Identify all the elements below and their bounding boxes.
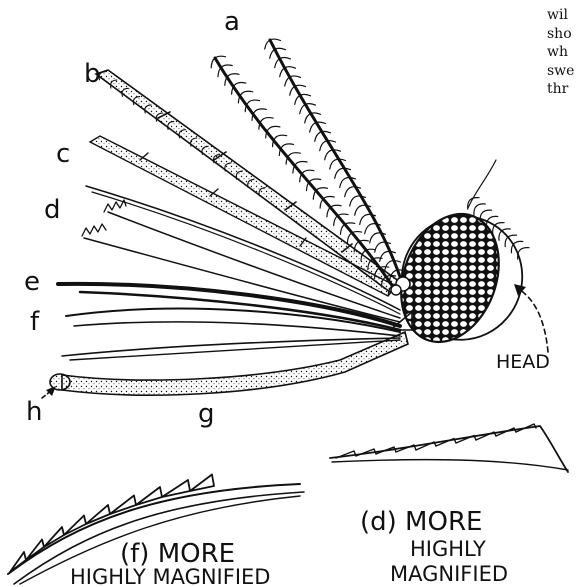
text-fragment: thr <box>547 81 569 97</box>
hair-stroke <box>495 223 504 225</box>
hair-stroke <box>514 241 523 243</box>
hair-stroke <box>365 225 370 234</box>
serration-tooth <box>110 496 136 515</box>
proboscis-sheath-g <box>50 332 408 395</box>
label-a: a <box>224 7 240 37</box>
detail-d-line1: (d) MORE <box>360 507 482 537</box>
label-head: HEAD <box>496 351 550 373</box>
detail-d-line3: MAGNIFIED <box>390 562 508 586</box>
serration-tooth <box>516 424 536 432</box>
serration-tooth <box>162 480 190 497</box>
serration-tooth <box>86 505 110 524</box>
hair-stroke <box>285 67 296 68</box>
hair-stroke <box>330 160 335 169</box>
hair-stroke <box>489 216 498 218</box>
serration-tooth <box>26 540 44 561</box>
detail-f-line2: HIGHLY MAGNIFIED <box>70 565 270 587</box>
hair-stroke <box>344 223 355 225</box>
hair-stroke <box>375 243 380 252</box>
hair-stroke <box>290 153 300 155</box>
hair-stroke <box>370 234 375 243</box>
hair-stroke <box>474 206 476 215</box>
hair-stroke <box>263 118 273 120</box>
serration-tooth <box>190 475 214 492</box>
serration-tooth <box>376 447 396 454</box>
label-h: h <box>26 397 42 427</box>
hair-stroke <box>310 123 315 132</box>
hair-stroke <box>360 215 365 224</box>
hair-stroke <box>310 179 320 181</box>
hair-stroke <box>338 214 349 216</box>
hair-stroke <box>347 233 351 243</box>
serration-tooth <box>10 552 26 572</box>
hair-stroke <box>300 105 305 114</box>
hair-stroke <box>476 204 485 206</box>
detail-d-caption: (d) MORE HIGHLY MAGNIFIED <box>360 507 508 586</box>
h-pointer-arrow <box>42 386 56 398</box>
hair-stroke <box>235 83 245 85</box>
hair-stroke <box>324 197 334 199</box>
stylet-f <box>62 309 400 360</box>
hair-stroke <box>355 206 360 215</box>
label-d: d <box>44 195 61 225</box>
hair-stroke <box>275 48 286 49</box>
hair-stroke <box>345 188 350 197</box>
hair-stroke <box>520 248 529 250</box>
head-pointer-arrow <box>514 284 548 352</box>
detail-d-drawing <box>330 424 568 472</box>
hair-stroke <box>380 252 385 261</box>
hair-stroke <box>276 135 286 137</box>
label-c: c <box>56 139 70 169</box>
hair-stroke <box>335 169 340 178</box>
label-b: b <box>84 59 101 89</box>
hair-stroke <box>470 198 479 200</box>
detail-f-caption: (f) MORE HIGHLY MAGNIFIED <box>70 539 270 587</box>
hair-stroke <box>229 74 239 76</box>
label-g: g <box>198 399 215 429</box>
hair-stroke <box>483 210 492 212</box>
hair-stroke <box>325 151 330 160</box>
hair-stroke <box>385 262 390 271</box>
text-fragment: wh <box>547 44 568 60</box>
hair-stroke <box>320 142 325 151</box>
hair-stroke <box>331 205 342 207</box>
hair-stroke <box>305 114 310 123</box>
hair-stroke <box>340 179 345 188</box>
label-e: e <box>24 267 40 297</box>
text-fragment: swe <box>547 63 574 79</box>
label-f: f <box>30 307 40 337</box>
hair-stroke <box>508 235 517 237</box>
hair-stroke <box>304 170 314 172</box>
hair-stroke <box>249 100 260 102</box>
text-fragment: wil <box>547 7 568 23</box>
hair-stroke <box>350 197 355 206</box>
text-fragment: sho <box>547 26 572 42</box>
hair-stroke <box>270 126 280 128</box>
hair-stroke <box>280 57 291 58</box>
head <box>384 160 539 360</box>
hair-stroke <box>222 65 232 67</box>
hair-stroke <box>295 95 300 104</box>
hair-stroke <box>242 91 253 93</box>
hair-stroke <box>297 161 307 163</box>
page-text-fragments: wil sho wh swe thr <box>547 7 574 97</box>
detail-d-line2: HIGHLY <box>410 537 486 561</box>
hair-stroke <box>341 225 345 235</box>
hair-stroke <box>283 144 293 146</box>
hair-stroke <box>315 132 320 141</box>
hair-stroke <box>256 109 266 111</box>
hair-stroke <box>317 188 327 190</box>
